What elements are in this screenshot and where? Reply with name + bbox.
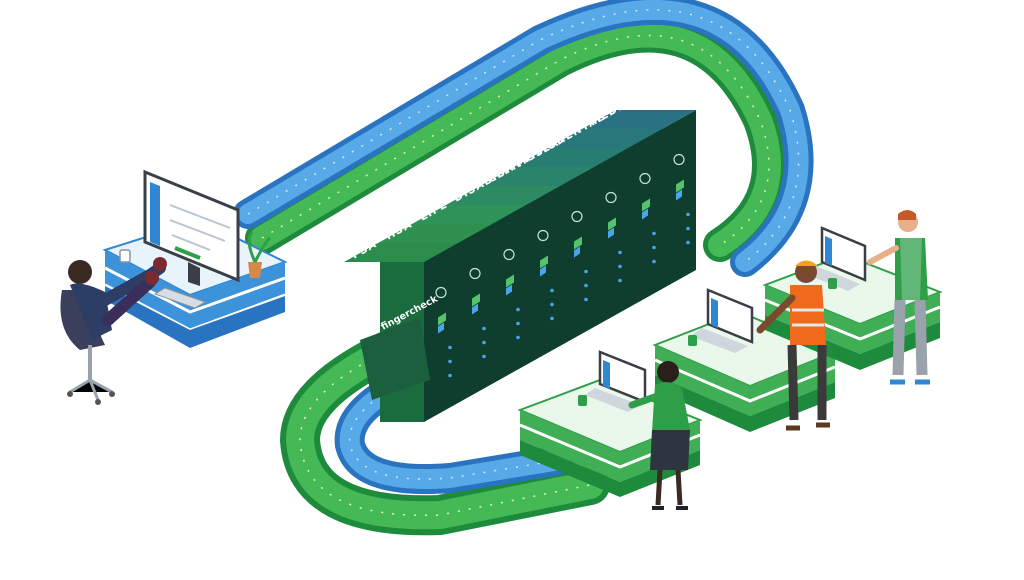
- admin-workstation: [60, 169, 288, 405]
- fingercheck-mark-icon: [472, 293, 480, 307]
- fingercheck-mark-icon: [438, 312, 446, 326]
- admin-person: [68, 257, 167, 340]
- fingercheck-mark-icon: [540, 255, 548, 269]
- card-icon: [469, 267, 481, 280]
- employee-workstations: [517, 210, 943, 510]
- fingercheck-mark-icon: [642, 198, 650, 212]
- umbrella-icon: [503, 248, 515, 261]
- employee-seated-laptop: [628, 361, 690, 510]
- plant-icon: [247, 231, 272, 278]
- card-icon: [435, 286, 447, 299]
- benefits-module-cabinets: MEDICALDENTALVISIONCOMMUTERDISABILITYLIF…: [344, 87, 696, 422]
- wheelchair-icon: [537, 229, 549, 242]
- eye-icon: [605, 191, 617, 204]
- fingercheck-mark-icon: [676, 179, 684, 193]
- bus-icon: [571, 210, 583, 223]
- fingercheck-mark-icon: [574, 236, 582, 250]
- fingercheck-mark-icon: [506, 274, 514, 288]
- data-pipeline-loop: [233, 0, 814, 536]
- pipeline-entrance: [360, 318, 430, 400]
- employee-standing-laptop: [867, 210, 930, 385]
- medical-cross-icon: [673, 153, 685, 166]
- monitor-icon: [143, 169, 240, 286]
- fingercheck-mark-icon: [608, 217, 616, 231]
- construction-worker: [756, 260, 830, 431]
- tooth-icon: [639, 172, 651, 185]
